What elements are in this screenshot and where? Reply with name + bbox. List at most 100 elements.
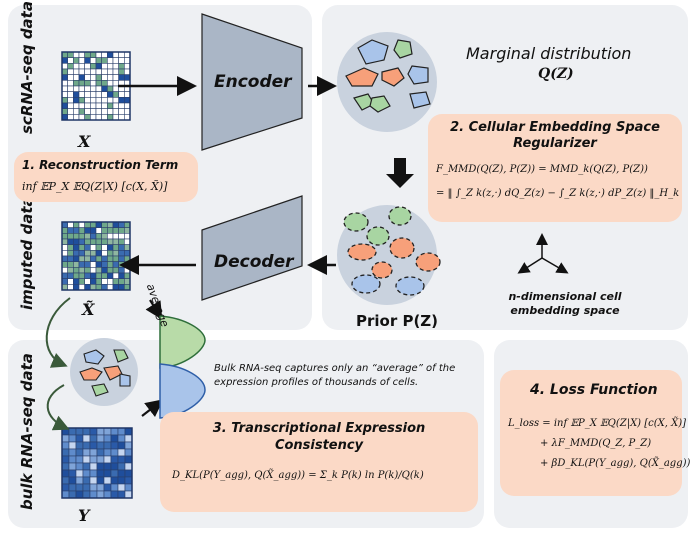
matrix-cell — [95, 278, 102, 285]
matrix-cell — [75, 455, 84, 464]
matrix-cell — [61, 441, 70, 450]
matrix-cell — [124, 227, 131, 234]
matrix-cell — [73, 108, 80, 115]
matrix-cell — [67, 250, 74, 257]
matrix-cell — [73, 97, 80, 104]
matrix-cell — [61, 250, 68, 257]
matrix-cell — [117, 434, 126, 443]
matrix-cell — [107, 97, 114, 104]
matrix-cell — [90, 255, 97, 262]
matrix-cell — [96, 476, 105, 485]
matrix-cell — [61, 74, 68, 81]
matrix-cell — [95, 97, 102, 104]
matrix-cell — [67, 255, 74, 262]
matrix-cell — [90, 238, 97, 245]
matrix-cell — [82, 476, 91, 485]
imputed-label: imputed data — [18, 196, 36, 310]
matrix-cell — [61, 448, 70, 457]
matrix-cell — [73, 114, 80, 121]
matrix-cell — [112, 63, 119, 70]
matrix-cell — [84, 272, 91, 279]
matrix-cell — [101, 238, 108, 245]
matrix-cell — [124, 238, 131, 245]
matrix-cell — [90, 227, 97, 234]
matrix-cell — [67, 272, 74, 279]
regularizer-box — [428, 114, 682, 222]
matrix-cell — [124, 427, 133, 436]
matrix-cell — [89, 448, 98, 457]
matrix-cell — [90, 51, 97, 58]
matrix-cell — [101, 244, 108, 251]
matrix-cell — [112, 114, 119, 121]
matrix-y — [61, 427, 133, 499]
matrix-cell — [118, 68, 125, 75]
matrix-cell — [103, 490, 112, 499]
matrix-cell — [67, 238, 74, 245]
matrix-cell — [68, 490, 77, 499]
marginal-cells — [345, 39, 431, 113]
matrix-cell — [112, 221, 119, 228]
matrix-cell — [107, 51, 114, 58]
matrix-cell — [90, 91, 97, 98]
matrix-cell — [61, 261, 68, 268]
matrix-cell — [107, 221, 114, 228]
matrix-cell — [61, 233, 68, 240]
matrix-cell — [107, 114, 114, 121]
matrix-cell — [124, 102, 131, 109]
matrix-cell — [90, 244, 97, 251]
matrix-cell — [112, 91, 119, 98]
matrix-cell — [73, 233, 80, 240]
consistency-formula: D_KL(P(Y_agg), Q(X̃_agg)) = Σ_k P(k) ln … — [172, 470, 424, 481]
matrix-cell — [75, 476, 84, 485]
matrix-cell — [84, 74, 91, 81]
loss-line2: + λF_MMD(Q_Z, P_Z) — [540, 438, 652, 449]
matrix-cell — [110, 448, 119, 457]
matrix-cell — [118, 97, 125, 104]
embedding-axes — [517, 233, 569, 274]
matrix-cell — [67, 68, 74, 75]
matrix-cell — [95, 108, 102, 115]
matrix-cell — [61, 227, 68, 234]
loss-box — [500, 370, 682, 496]
matrix-cell — [118, 284, 125, 291]
matrix-cell — [89, 434, 98, 443]
matrix-cell — [75, 434, 84, 443]
matrix-cell — [73, 278, 80, 285]
matrix-cell — [84, 85, 91, 92]
matrix-cell — [68, 462, 77, 471]
matrix-cell — [90, 114, 97, 121]
matrix-cell — [61, 51, 68, 58]
matrix-cell — [124, 434, 133, 443]
matrix-cell — [101, 102, 108, 109]
matrix-cell — [95, 63, 102, 70]
matrix-cell — [82, 427, 91, 436]
matrix-cell — [103, 455, 112, 464]
matrix-cell — [61, 97, 68, 104]
matrix-cell — [67, 114, 74, 121]
matrix-cell — [107, 250, 114, 257]
matrix-cell — [117, 455, 126, 464]
matrix-cell — [112, 85, 119, 92]
matrix-cell — [96, 455, 105, 464]
matrix-cell — [118, 91, 125, 98]
matrix-cell — [96, 441, 105, 450]
matrix-cell — [101, 221, 108, 228]
matrix-cell — [73, 238, 80, 245]
matrix-cell — [112, 278, 119, 285]
matrix-cell — [61, 244, 68, 251]
matrix-cell — [112, 80, 119, 87]
matrix-cell — [101, 51, 108, 58]
matrix-cell — [101, 233, 108, 240]
matrix-cell — [73, 57, 80, 64]
matrix-cell — [95, 74, 102, 81]
matrix-cell — [67, 221, 74, 228]
matrix-x — [61, 51, 131, 121]
matrix-cell — [112, 97, 119, 104]
matrix-cell — [107, 238, 114, 245]
matrix-cell — [82, 455, 91, 464]
matrix-cell — [78, 255, 85, 262]
matrix-cell — [84, 68, 91, 75]
embedding-space-label: n-dimensional cell embedding space — [508, 290, 622, 317]
matrix-cell — [112, 57, 119, 64]
matrix-cell — [110, 455, 119, 464]
